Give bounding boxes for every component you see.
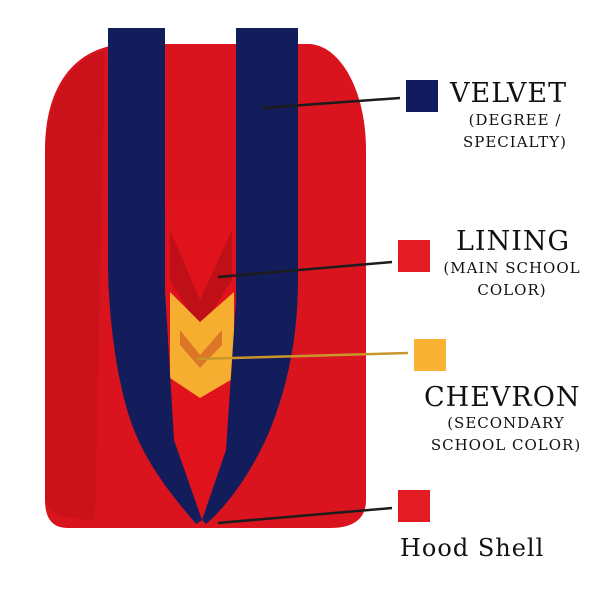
velvet-leader: [261, 96, 401, 110]
lining-sub-1: (MAIN SCHOOL: [443, 259, 581, 277]
lining-title: LINING: [456, 226, 571, 257]
shell-swatch: [398, 490, 430, 522]
hood-chevron-fold: [180, 330, 222, 368]
hood-shell-shadow: [45, 50, 105, 520]
chevron-sub-2: SCHOOL COLOR): [430, 436, 582, 454]
chevron-title: CHEVRON: [424, 382, 581, 413]
lining-swatch: [398, 240, 430, 272]
velvet-title: VELVET: [450, 78, 568, 109]
velvet-left-band: [108, 28, 202, 524]
chevron-leader: [195, 351, 409, 361]
shell-title: Hood Shell: [400, 534, 545, 562]
lining-leader: [217, 260, 393, 279]
velvet-sub-1: (DEGREE /: [468, 111, 562, 129]
hood-chevron: [170, 292, 234, 398]
velvet-swatch: [406, 80, 438, 112]
chevron-sub-1: (SECONDARY: [447, 414, 565, 432]
velvet-right-band: [202, 28, 298, 524]
velvet-sub-2: SPECIALTY): [462, 133, 568, 151]
chevron-swatch: [414, 339, 446, 371]
lining-sub-2: COLOR): [477, 281, 547, 299]
hood-lining-fold: [170, 230, 232, 330]
shell-leader: [217, 506, 393, 525]
